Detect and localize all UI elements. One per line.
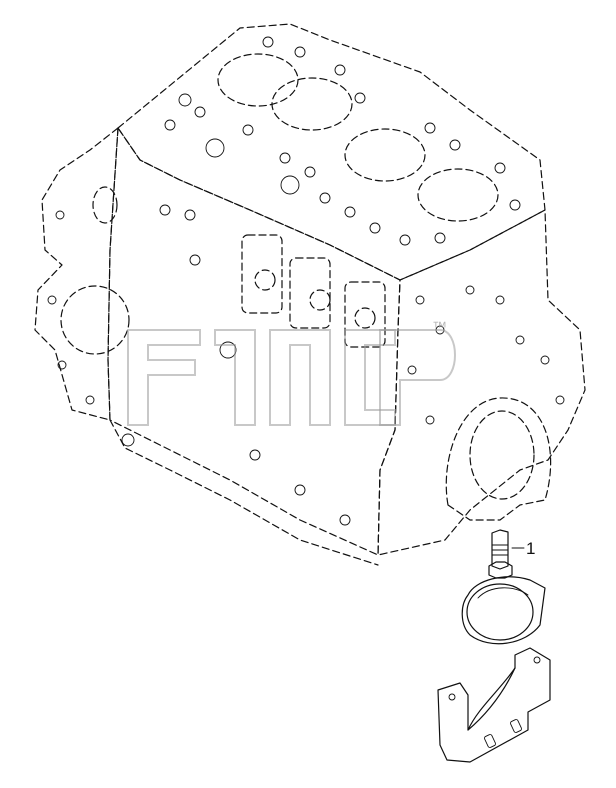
side-hole xyxy=(495,295,505,305)
deck-holes xyxy=(164,36,521,246)
deck-hole xyxy=(494,162,506,174)
bearing-cap-body xyxy=(437,647,551,763)
bearing-shell-edge xyxy=(477,587,529,599)
rear-bearing-bore xyxy=(469,410,535,500)
gear-housing xyxy=(34,127,119,421)
side-hole xyxy=(425,415,435,425)
side-hole xyxy=(415,295,425,305)
bore-2 xyxy=(271,77,353,131)
bearing-shell-outer xyxy=(461,576,546,645)
deck-hole xyxy=(242,124,254,136)
cap-slot xyxy=(510,719,522,733)
watermark-letter xyxy=(127,329,201,426)
core-plug xyxy=(309,289,331,311)
deck-hole xyxy=(424,122,436,134)
callout-1: 1 xyxy=(511,539,535,558)
main-bearing-bolt xyxy=(488,529,513,579)
side-hole xyxy=(465,285,475,295)
cylinder-block xyxy=(34,23,586,566)
deck-hole xyxy=(294,46,306,58)
watermark-letter xyxy=(214,329,256,426)
deck-hole xyxy=(434,232,446,244)
bolt-hole xyxy=(159,204,171,216)
bolt-head xyxy=(488,561,513,579)
main-bearing-cap xyxy=(437,647,551,763)
block-bottom-rail xyxy=(109,419,379,566)
cover-plate xyxy=(289,257,331,329)
bolt-shank xyxy=(491,529,509,570)
deck-hole xyxy=(279,152,291,164)
deck-hole xyxy=(449,139,461,151)
bearing-cap-arch xyxy=(467,667,516,731)
deck-hole xyxy=(354,92,366,104)
bolt-hole xyxy=(121,433,135,447)
cap-hole xyxy=(448,693,456,701)
bolt-thread xyxy=(491,544,509,556)
side-hole xyxy=(540,355,550,365)
bearing-shell xyxy=(461,576,546,645)
rear-bearing-seat xyxy=(445,397,552,521)
cap-hole xyxy=(533,656,541,664)
deck-hole xyxy=(205,138,225,158)
bolt-hole xyxy=(184,209,196,221)
bolt-hole xyxy=(249,449,261,461)
front-face-features xyxy=(121,204,386,526)
cover-plate xyxy=(241,234,283,314)
deck-hole xyxy=(280,175,300,195)
deck-hole xyxy=(304,166,316,178)
bolt-hole xyxy=(294,484,306,496)
bore-3 xyxy=(344,128,426,182)
block-top-deck xyxy=(117,23,546,281)
callout-label: 1 xyxy=(526,539,535,558)
deck-hole xyxy=(178,93,192,107)
deck-hole xyxy=(369,222,381,234)
deck-hole xyxy=(164,119,176,131)
cap-slot xyxy=(484,734,496,748)
bolt-hole xyxy=(189,254,201,266)
housing-hole xyxy=(57,360,67,370)
deck-hole xyxy=(334,64,346,76)
block-right-face xyxy=(377,209,586,556)
side-hole xyxy=(555,395,565,405)
deck-hole xyxy=(319,192,331,204)
bore-4 xyxy=(417,168,499,222)
side-hole xyxy=(515,335,525,345)
gear-housing-features xyxy=(47,186,130,405)
deck-hole xyxy=(344,206,356,218)
watermark-trademark: ™ xyxy=(432,319,447,336)
deck-hole xyxy=(194,106,206,118)
housing-bore xyxy=(60,285,130,355)
core-plug xyxy=(254,269,276,291)
housing-bore xyxy=(92,186,118,224)
deck-hole xyxy=(262,36,274,48)
watermark-letter xyxy=(269,329,331,426)
housing-hole xyxy=(85,395,95,405)
housing-hole xyxy=(55,210,65,220)
deck-hole xyxy=(509,199,521,211)
watermark-letter xyxy=(344,329,396,426)
side-hole xyxy=(407,365,417,375)
cylinder-bores xyxy=(217,53,499,222)
bolt-hole xyxy=(339,514,351,526)
watermark-letter xyxy=(379,329,456,426)
watermark: ™ xyxy=(127,319,456,426)
housing-hole xyxy=(47,295,57,305)
core-plug xyxy=(354,307,376,329)
bearing-shell-inner xyxy=(466,583,534,641)
deck-hole xyxy=(399,234,411,246)
bore-1 xyxy=(217,53,299,107)
